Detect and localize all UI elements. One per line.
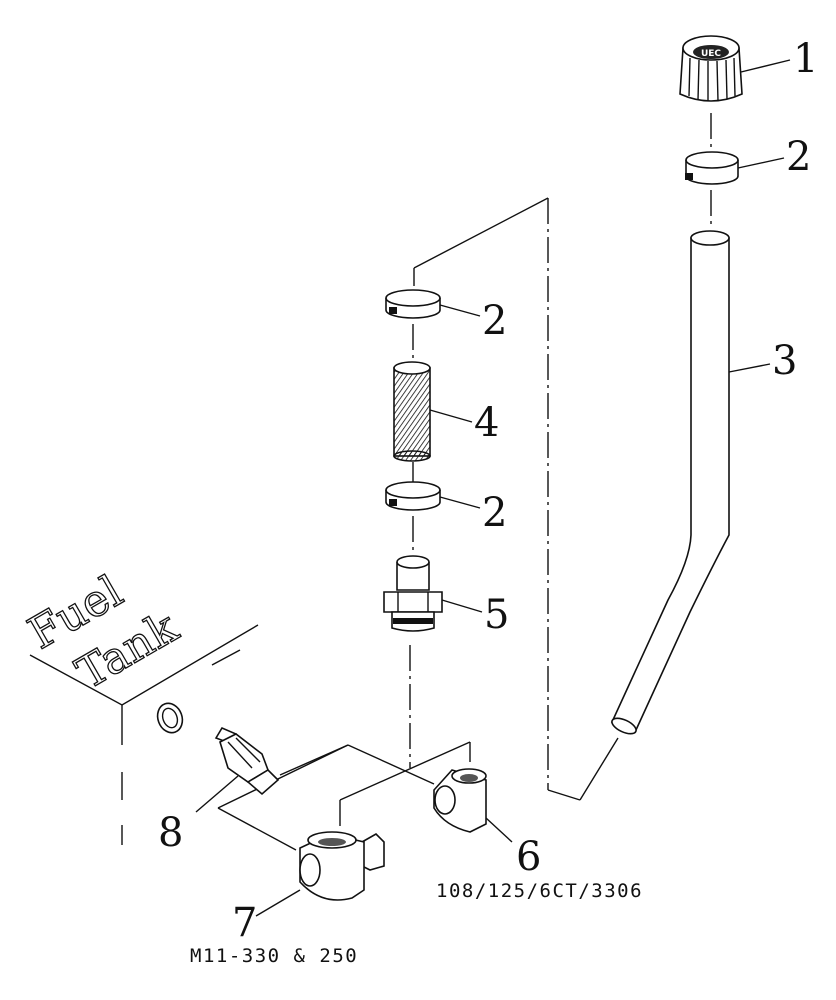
hose-adapter-part: 5 — [383, 555, 509, 638]
callout-5: 5 — [484, 592, 509, 638]
elbow-fitting-right-part: 6 108/125/6CT/3306 — [433, 768, 643, 902]
hose-clamp-mid-lower: 2 — [385, 481, 507, 536]
callout-2-mid-upper: 2 — [482, 298, 507, 344]
note-elbow-left: M11-330 & 250 — [190, 945, 358, 967]
filler-cap-part: UEC 1 — [679, 35, 818, 102]
callout-1: 1 — [793, 36, 818, 82]
callout-6: 6 — [516, 834, 541, 880]
callout-2-mid-lower: 2 — [482, 490, 507, 536]
fuel-tank-corner: Fuel Tank — [19, 565, 259, 845]
routing-lines — [413, 197, 619, 801]
elbow-connection-lines — [217, 741, 471, 851]
fuel-hose-part: 4 — [393, 361, 499, 462]
elbow-fitting-left-part: 7 M11-330 & 250 — [190, 831, 385, 967]
note-elbow-right: 108/125/6CT/3306 — [436, 880, 643, 902]
hose-clamp-top: 2 — [685, 134, 811, 185]
callout-2-top: 2 — [786, 134, 811, 180]
fill-tube-part: 3 — [610, 230, 797, 735]
hose-clamp-mid-upper: 2 — [385, 289, 507, 344]
callout-7: 7 — [232, 900, 257, 946]
callout-3: 3 — [772, 338, 797, 384]
tank-fitting-part: 8 — [156, 702, 280, 856]
callout-4: 4 — [474, 400, 499, 446]
cap-logo-text: UEC — [701, 49, 721, 59]
callout-8: 8 — [158, 810, 183, 856]
